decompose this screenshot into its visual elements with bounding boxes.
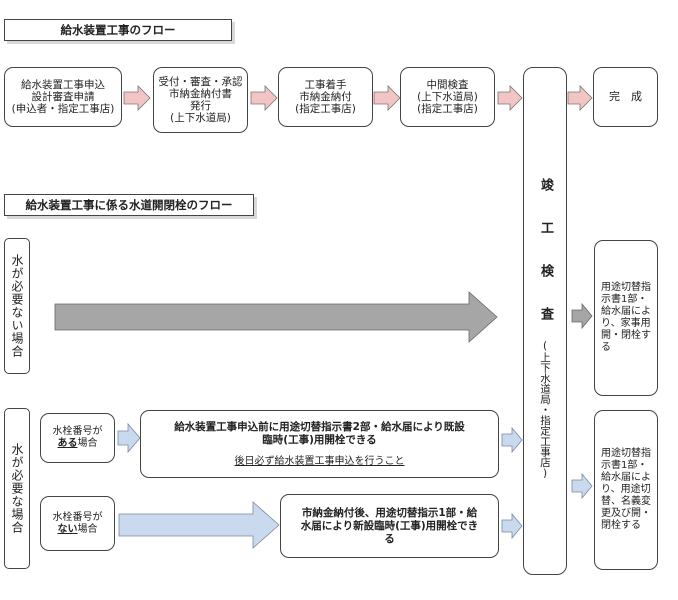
gray-big-arrow bbox=[54, 291, 498, 343]
result-top: 用途切替指示書1部・給水届により、家事用開・閉栓する bbox=[594, 240, 658, 396]
step-application: 給水装置工事申込 設計審査申請 (申込者・指定工事店) bbox=[4, 67, 122, 127]
flow1-title: 給水装置工事のフロー bbox=[4, 19, 232, 41]
pink-arrow-4 bbox=[497, 85, 523, 111]
blue-arrow-result bbox=[571, 472, 593, 500]
flow2-title: 給水装置工事に係る水道開閉栓のフロー bbox=[4, 194, 254, 216]
inspection-box: 竣工検査 (上下水道局・指定工事店) bbox=[523, 67, 567, 575]
step-complete: 完 成 bbox=[593, 67, 658, 127]
gray-small-arrow bbox=[571, 302, 593, 330]
blue-arrow-no-2 bbox=[501, 512, 523, 540]
step-construction: 工事着手 市納金納付 (指定工事店) bbox=[278, 67, 373, 127]
meter-no-detail: 市納金納付後、用途切替指示1部・給水届により新設臨時(工事)用開栓できる bbox=[280, 494, 499, 558]
meter-no-key: ない bbox=[57, 523, 78, 535]
pink-arrow-3 bbox=[373, 85, 401, 111]
case-not-needed: 水が必要ない場合 bbox=[4, 238, 30, 374]
step-review: 受付・審査・承認 市納金納付書 発行 (上下水道局) bbox=[153, 67, 248, 133]
inspection-title: 竣工検査 bbox=[538, 178, 553, 350]
meter-yes-note: 後日必ず給水装置工事申込を行うこと bbox=[234, 455, 405, 467]
inspection-sub: (上下水道局・指定工事店) bbox=[539, 340, 551, 480]
blue-arrow-yes bbox=[117, 422, 141, 454]
meter-yes-detail: 給水装置工事申込前に用途切替指示書2部・給水届により既設臨時(工事)用開栓できる… bbox=[140, 410, 499, 478]
pink-arrow-2 bbox=[250, 85, 278, 111]
pink-arrow-1 bbox=[123, 85, 151, 111]
meter-yes-box: 水栓番号が ある場合 bbox=[40, 413, 115, 463]
case-needed: 水が必要な場合 bbox=[4, 408, 30, 569]
blue-long-arrow bbox=[118, 501, 280, 549]
meter-yes-text: 給水装置工事申込前に用途切替指示書2部・給水届により既設臨時(工事)用開栓できる bbox=[174, 420, 465, 446]
pink-arrow-5 bbox=[567, 85, 593, 111]
blue-arrow-yes-2 bbox=[501, 426, 523, 454]
meter-no-box: 水栓番号が ない場合 bbox=[40, 496, 115, 551]
meter-yes-key: ある bbox=[57, 438, 78, 449]
result-bottom: 用途切替指示書1部・給水届により、用途切替、名義変更及び開・閉栓する bbox=[594, 410, 658, 570]
step-midcheck: 中間検査 (上下水道局) (指定工事店) bbox=[400, 67, 495, 127]
